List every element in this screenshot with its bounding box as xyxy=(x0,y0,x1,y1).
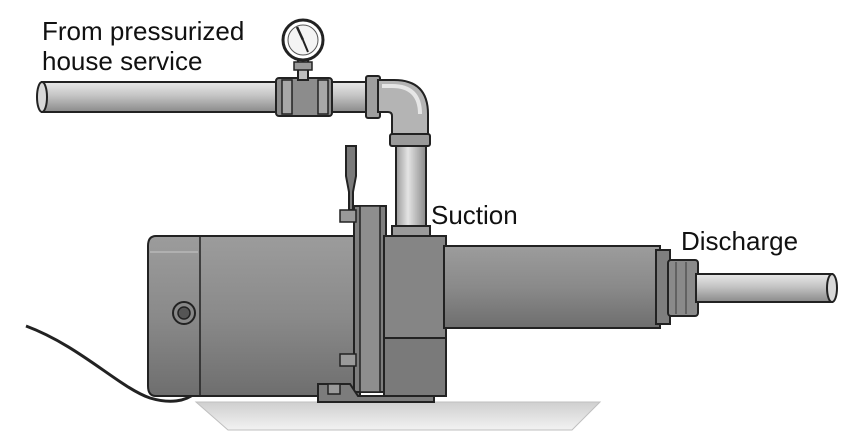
motor-housing xyxy=(147,235,361,397)
suction-pipe xyxy=(377,79,431,237)
discharge-pipe xyxy=(695,273,838,303)
pressure-switch-icon xyxy=(345,145,357,211)
floor-slab xyxy=(194,401,602,431)
supply-pipe xyxy=(36,75,381,119)
discharge-label: Discharge xyxy=(681,226,799,256)
cord-grommet xyxy=(172,301,196,325)
house-service-label-line1: From pressurized xyxy=(42,16,245,46)
pressure-gauge-icon xyxy=(281,18,325,81)
pump-volute xyxy=(383,235,447,397)
pump-base xyxy=(317,383,435,403)
house-service-label: From pressurized house service xyxy=(42,16,244,76)
ejector-barrel xyxy=(443,245,699,329)
mounting-flange xyxy=(339,205,387,393)
house-service-label-line2: house service xyxy=(42,46,203,76)
suction-label: Suction xyxy=(431,200,518,230)
